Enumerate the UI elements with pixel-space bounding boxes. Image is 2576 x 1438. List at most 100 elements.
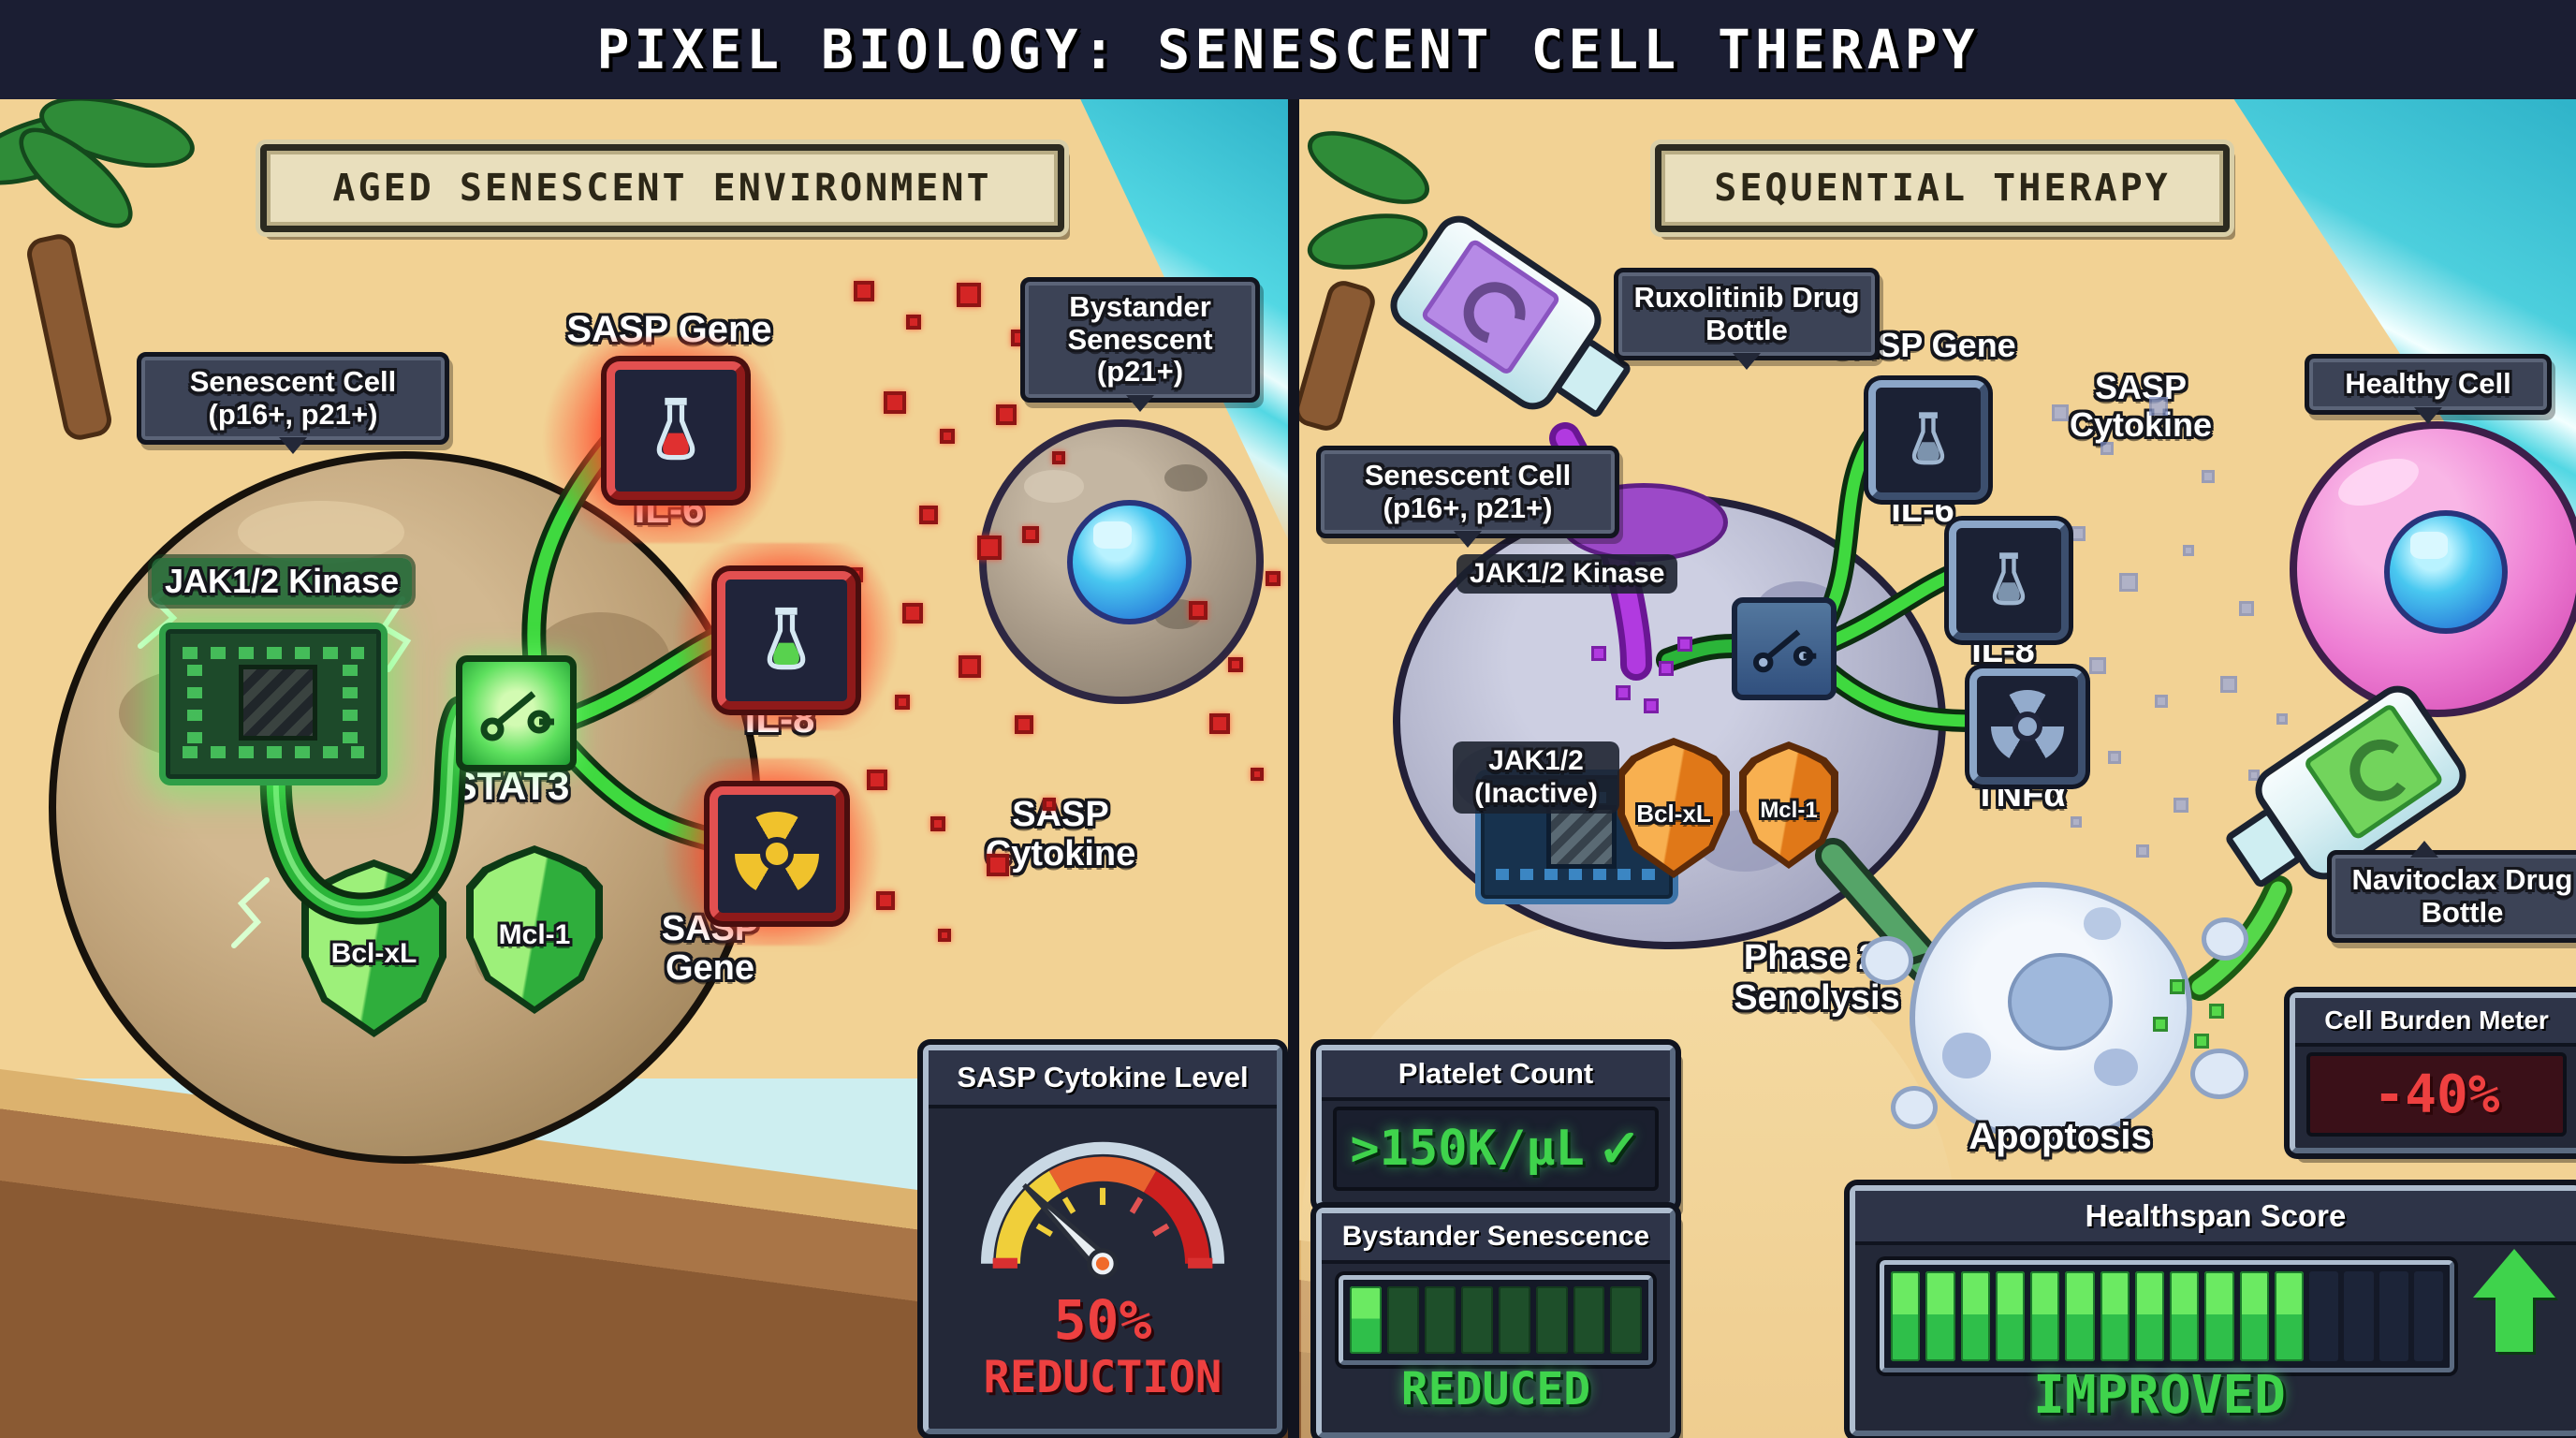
cytokine-particle [1052, 451, 1065, 464]
platelet-value: >150K/μL [1350, 1121, 1585, 1177]
chip-trace [342, 665, 358, 749]
gauge-value: 50% [1053, 1288, 1152, 1352]
cytokine-particle [2194, 1034, 2209, 1049]
cytokine-particle [1015, 715, 1033, 734]
cytokine-particle [919, 506, 938, 524]
bar-segment [1925, 1271, 1955, 1361]
cytokine-particle [2149, 397, 2168, 416]
apoptotic-body [2094, 1048, 2138, 1086]
apoptotic-fragment [2190, 1049, 2248, 1099]
cytokine-particle [2100, 442, 2114, 455]
chip-die [1545, 804, 1617, 869]
bystander-progress-bar [1339, 1275, 1653, 1365]
cytokine-particle [996, 404, 1017, 425]
il6-flask-icon-right [1868, 380, 1988, 500]
cytokine-particle [987, 854, 1009, 876]
bar-segment [2134, 1271, 2164, 1361]
apoptotic-fragment [1861, 936, 1913, 985]
healthspan-progress-bar [1880, 1260, 2454, 1372]
bar-segment [2100, 1271, 2130, 1361]
mcl1-label-right: Mcl-1 [1760, 797, 1818, 823]
sasp-cytokine-gauge-panel: SASP Cytokine Level 50% REDUCTION [923, 1045, 1282, 1434]
gauge-title: SASP Cytokine Level [929, 1050, 1277, 1108]
stat3-switch-right [1732, 597, 1837, 700]
apoptotic-body [2083, 907, 2122, 941]
up-arrow-icon [2473, 1249, 2555, 1352]
jak-kinase-label-right: JAK1/2 Kinase [1456, 554, 1678, 594]
left-panel-header-sign: AGED SENESCENT ENVIRONMENT [260, 144, 1064, 232]
senescent-cell-bubble-left: Senescent Cell (p16+, p21+) [137, 352, 449, 455]
cytokine-particle [2276, 713, 2288, 725]
bar-segment [2239, 1271, 2269, 1361]
cytokine-particle [2174, 798, 2188, 813]
bar-segment [1995, 1271, 2025, 1361]
bar-segment [1610, 1286, 1642, 1354]
healthy-cell [2290, 421, 2576, 717]
arrow-stem [2496, 1298, 2533, 1352]
platelet-screen: >150K/μL ✓ [1333, 1107, 1659, 1191]
jak-kinase-label-left: JAK1/2 Kinase [152, 558, 413, 605]
bar-segment [1960, 1271, 1990, 1361]
bottle-label-band [1419, 237, 1562, 377]
cytokine-particle [2183, 545, 2194, 556]
platelet-title: Platelet Count [1322, 1050, 1670, 1101]
gauge-status: REDUCTION [983, 1352, 1222, 1403]
cytokine-particle [2220, 676, 2237, 693]
left-panel-header: AGED SENESCENT ENVIRONMENT [332, 167, 992, 210]
palm-frond [1297, 116, 1440, 219]
healthspan-title: Healthspan Score [1855, 1191, 2576, 1245]
tnfa-radiation-icon [1969, 668, 2086, 785]
chip-trace [187, 665, 203, 749]
bar-segment [1891, 1271, 1921, 1361]
cytokine-particle [2202, 470, 2215, 483]
bar-segment [1386, 1286, 1419, 1354]
cytokine-particle [1616, 685, 1631, 700]
cytokine-particle [1209, 713, 1230, 734]
apoptotic-fragment [2202, 917, 2248, 961]
radiation-glyph [734, 811, 820, 897]
chip-die [239, 665, 317, 741]
cell-highlight [1024, 470, 1084, 503]
cytokine-particle [1659, 661, 1674, 676]
title-bar: PIXEL BIOLOGY: SENESCENT CELL THERAPY [0, 0, 2576, 99]
il8-flask-icon [717, 571, 856, 710]
apoptotic-body [1942, 1033, 1992, 1078]
right-panel-header-sign: SEQUENTIAL THERAPY [1655, 144, 2230, 232]
palm-trunk [23, 230, 115, 444]
cytokine-particle [940, 429, 955, 444]
healthspan-status: IMPROVED [2033, 1365, 2286, 1426]
cytokine-particle [1022, 526, 1039, 543]
apoptotic-body [2007, 952, 2113, 1051]
arrow-head [2473, 1249, 2555, 1298]
stat3-switch-left [456, 655, 577, 771]
bar-segment [1424, 1286, 1456, 1354]
panel-divider [1288, 99, 1299, 1438]
cytokine-particle [1644, 698, 1659, 713]
bystander-senescence-panel: Bystander Senescence REDUCED [1316, 1208, 1676, 1438]
cell-spot [1164, 464, 1208, 492]
cell-burden-screen: -40% [2306, 1052, 2567, 1137]
ruxolitinib-bubble: Ruxolitinib Drug Bottle [1614, 268, 1880, 371]
cytokine-particle [1043, 798, 1056, 811]
bar-segment [2065, 1271, 2095, 1361]
cytokine-particle [1189, 601, 1208, 620]
cell-burden-value: -40% [2373, 1064, 2500, 1125]
mcl1-label: Mcl-1 [498, 919, 571, 951]
cytokine-particle [938, 929, 951, 942]
check-icon: ✓ [1597, 1119, 1642, 1178]
healthspan-panel: Healthspan Score IMPROVED [1850, 1185, 2576, 1436]
bystander-bubble: Bystander Senescent (p21+) [1020, 277, 1260, 413]
bar-segment [2413, 1271, 2443, 1361]
pill-logo [1452, 270, 1537, 356]
ruxolitinib-label: Ruxolitinib Drug Bottle [1633, 281, 1860, 346]
bar-segment [1350, 1286, 1382, 1354]
healthy-cell-bubble: Healthy Cell [2305, 354, 2552, 424]
cell-highlight [237, 500, 405, 564]
cytokine-particle [884, 391, 906, 414]
cytokine-particle [2071, 816, 2082, 828]
cytokine-particle [930, 816, 945, 831]
navitoclax-bubble: Navitoclax Drug Bottle [2327, 840, 2576, 944]
bystander-nucleus [1067, 499, 1193, 624]
cytokine-particle [2052, 404, 2069, 421]
